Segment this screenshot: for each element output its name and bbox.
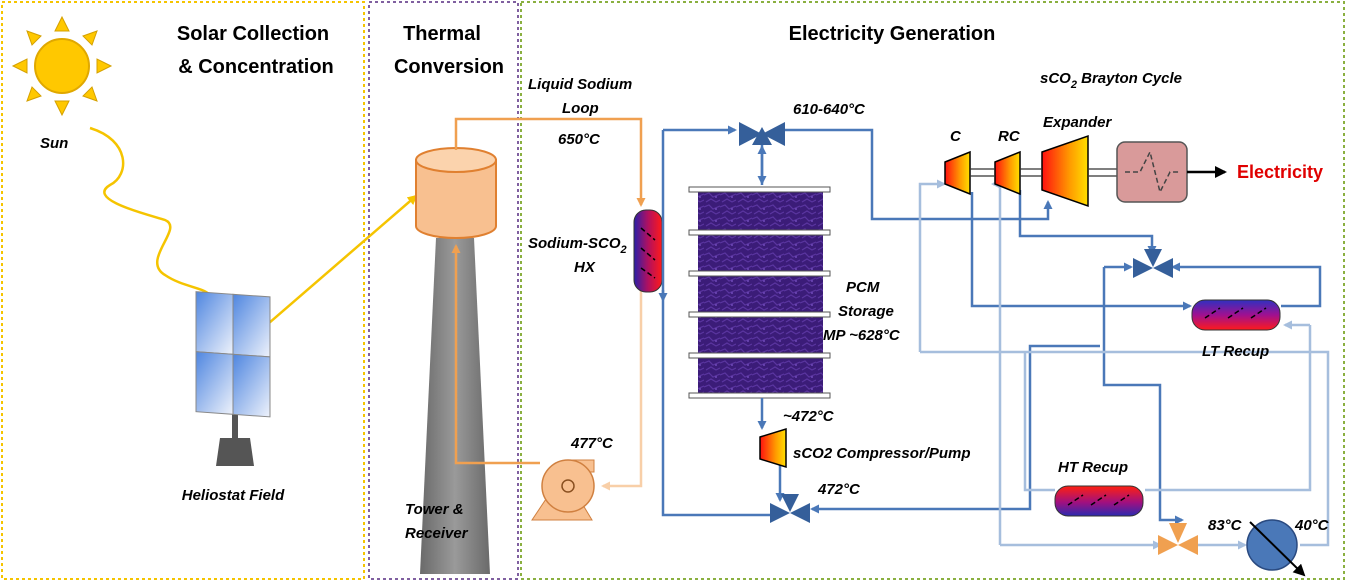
- heliostat-icon: [195, 291, 271, 466]
- thermal-panel-title-line2: Conversion: [394, 56, 504, 78]
- sco2-compressor-pump-icon: [759, 427, 787, 469]
- hx-label-line1: Sodium-SCO2: [528, 235, 627, 256]
- solar-panel-title-line1: Solar Collection: [177, 23, 329, 45]
- hx-label-line2: HX: [574, 259, 596, 276]
- sodium-return-line: [451, 244, 540, 465]
- heliostat-label: Heliostat Field: [182, 487, 285, 504]
- valve-top: [739, 122, 785, 146]
- shaft: [970, 168, 1117, 177]
- compressor-c-label: C: [950, 128, 962, 145]
- sodium-hot-line: [454, 117, 646, 207]
- thermal-panel-title-line1: Thermal: [403, 23, 481, 45]
- compressor-pump-label: sCO2 Compressor/Pump: [793, 445, 971, 462]
- compressor-c-icon: [944, 150, 971, 196]
- hot-co2-lines: [658, 125, 1322, 525]
- brayton-cycle-label: sCO2 Brayton Cycle: [1040, 70, 1182, 91]
- electricity-label: Electricity: [1237, 162, 1323, 182]
- sodium-loop-label-line1: Liquid Sodium: [528, 76, 632, 93]
- pcm-storage-icon: [688, 186, 831, 399]
- solar-panel-title-line2: & Concentration: [178, 56, 334, 78]
- temp-83-label: 83°C: [1208, 517, 1243, 534]
- lt-recuperator-icon: [1191, 299, 1281, 331]
- pcm-label-line3: MP ~628°C: [823, 327, 901, 344]
- recompressor-rc-icon: [994, 150, 1021, 196]
- thermal-panel-border: [368, 1, 519, 580]
- ht-recuperator-icon: [1054, 485, 1144, 517]
- temp-477-label: 477°C: [570, 435, 614, 452]
- electric-panel-border: [520, 1, 1345, 580]
- ht-recup-label: HT Recup: [1058, 459, 1128, 476]
- generator-icon: [1116, 141, 1188, 203]
- valve-bottom: [770, 494, 810, 523]
- temp-40-label: 40°C: [1294, 517, 1330, 534]
- valve-cold: [1158, 523, 1198, 555]
- tower-label-line2: Receiver: [405, 525, 469, 542]
- pcm-label-line1: PCM: [846, 279, 880, 296]
- expander-label: Expander: [1043, 114, 1113, 131]
- expander-icon: [1041, 134, 1089, 208]
- sun-label: Sun: [40, 135, 68, 152]
- sodium-cold-line: [601, 290, 643, 491]
- solar-panel-border: [1, 1, 365, 580]
- sodium-sco2-hx-icon: [633, 209, 663, 293]
- tower-label-line1: Tower &: [405, 501, 464, 518]
- electric-panel-title: Electricity Generation: [789, 23, 996, 45]
- sodium-loop-label-line2: Loop: [562, 100, 599, 117]
- temp-610-640-label: 610-640°C: [793, 101, 866, 118]
- pcm-label-line2: Storage: [838, 303, 894, 320]
- lt-recup-label: LT Recup: [1202, 343, 1269, 360]
- cooler-icon: [1246, 519, 1306, 577]
- recompressor-rc-label: RC: [998, 128, 1021, 145]
- sun-icon: [11, 15, 113, 117]
- temp-472-label: 472°C: [817, 481, 861, 498]
- sodium-pump-icon: [531, 459, 595, 521]
- temp-472-approx-label: ~472°C: [783, 408, 835, 425]
- valve-right: [1133, 249, 1173, 278]
- temp-650-label: 650°C: [558, 131, 601, 148]
